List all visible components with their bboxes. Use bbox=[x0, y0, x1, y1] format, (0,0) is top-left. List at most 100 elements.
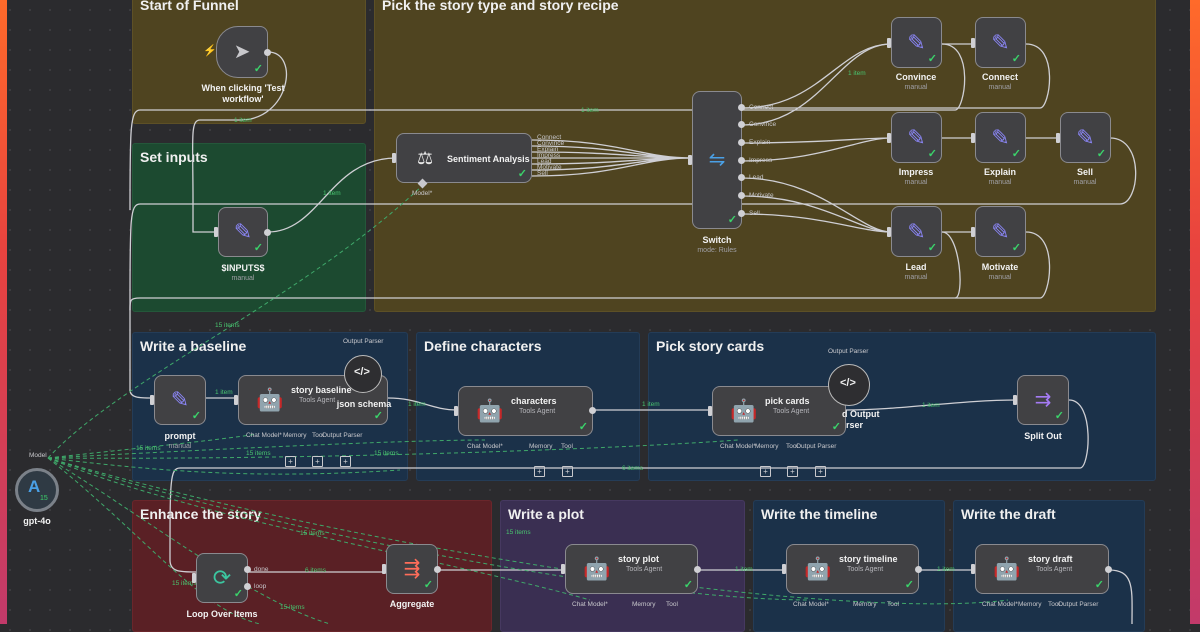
add-memory-button[interactable]: + bbox=[285, 456, 296, 467]
input-port[interactable] bbox=[887, 227, 891, 237]
sentiment-analysis-node[interactable]: ⚖ Sentiment Analysis ✓ bbox=[396, 133, 532, 183]
input-port[interactable] bbox=[454, 406, 458, 416]
output-port[interactable] bbox=[738, 157, 745, 164]
port-label: Chat Model* bbox=[793, 601, 829, 608]
output-label: Lead bbox=[537, 158, 552, 165]
port-label: Chat Model* bbox=[982, 601, 1018, 608]
output-port[interactable] bbox=[264, 229, 271, 236]
wire bbox=[741, 43, 892, 126]
port-label: Chat Model* bbox=[720, 443, 756, 450]
port-label: Memory bbox=[1018, 601, 1042, 608]
robot-icon: 🤖 bbox=[804, 556, 832, 581]
output-port[interactable] bbox=[244, 583, 251, 590]
output-port[interactable] bbox=[264, 49, 271, 56]
pick-cards-agent-node[interactable]: 🤖 pick cards Tools Agent ✓ bbox=[712, 386, 846, 436]
story-plot-agent-node[interactable]: 🤖 story plot Tools Agent ✓ bbox=[565, 544, 698, 594]
output-label: Connect bbox=[537, 134, 562, 141]
input-port[interactable] bbox=[382, 564, 386, 574]
input-port[interactable] bbox=[708, 406, 712, 416]
input-port[interactable] bbox=[971, 564, 975, 574]
output-port[interactable] bbox=[915, 566, 922, 573]
pencil-icon: ✎ bbox=[907, 29, 926, 55]
input-port[interactable] bbox=[234, 395, 238, 405]
split-icon: ⇉ bbox=[1034, 389, 1052, 411]
input-port[interactable] bbox=[561, 564, 565, 574]
output-label: Convince bbox=[537, 140, 565, 147]
lead-node[interactable]: ✎✓ bbox=[891, 206, 942, 257]
output-port[interactable] bbox=[244, 566, 251, 573]
split-out-node[interactable]: ⇉ ✓ bbox=[1017, 375, 1069, 425]
connect-node[interactable]: ✎✓ bbox=[975, 17, 1026, 68]
output-port[interactable] bbox=[694, 566, 701, 573]
add-memory-button[interactable]: + bbox=[760, 466, 771, 477]
output-port[interactable] bbox=[738, 121, 745, 128]
robot-icon: 🤖 bbox=[583, 556, 611, 581]
aggregate-node[interactable]: ⇶ ✓ bbox=[386, 544, 438, 594]
wire bbox=[741, 213, 892, 233]
switch-node[interactable]: ⇋ ✓ bbox=[692, 91, 742, 229]
story-timeline-agent-node[interactable]: 🤖 story timeline Tools Agent ✓ bbox=[786, 544, 919, 594]
output-port[interactable] bbox=[738, 174, 745, 181]
output-port[interactable] bbox=[738, 210, 745, 217]
output-port[interactable] bbox=[434, 566, 441, 573]
input-port[interactable] bbox=[688, 155, 692, 165]
json-schema-parser-node[interactable]: </> bbox=[344, 355, 382, 393]
output-port[interactable] bbox=[589, 407, 596, 414]
prompt-node[interactable]: ✎✓ bbox=[154, 375, 206, 425]
input-port[interactable] bbox=[971, 227, 975, 237]
gpt-4o-model-node[interactable]: A 15 bbox=[15, 468, 59, 512]
input-port[interactable] bbox=[782, 564, 786, 574]
add-tool-button[interactable]: + bbox=[787, 466, 798, 477]
input-port[interactable] bbox=[887, 133, 891, 143]
wire bbox=[129, 137, 1137, 399]
loop-over-items-node[interactable]: ⟳ ✓ bbox=[196, 553, 248, 603]
input-port[interactable] bbox=[971, 38, 975, 48]
add-parser-button[interactable]: + bbox=[815, 466, 826, 477]
node-sublabel: manual bbox=[988, 84, 1012, 91]
sell-node[interactable]: ✎✓ bbox=[1060, 112, 1111, 163]
pencil-icon: ✎ bbox=[170, 387, 190, 412]
input-port[interactable] bbox=[1013, 395, 1017, 405]
convince-node[interactable]: ✎✓ bbox=[891, 17, 942, 68]
input-port[interactable] bbox=[192, 573, 196, 583]
port-label: Chat Model* bbox=[246, 432, 282, 439]
impress-node[interactable]: ✎✓ bbox=[891, 112, 942, 163]
output-port[interactable] bbox=[738, 192, 745, 199]
success-check-icon: ✓ bbox=[1011, 148, 1021, 160]
input-port[interactable] bbox=[150, 395, 154, 405]
story-draft-agent-node[interactable]: 🤖 story draft Tools Agent ✓ bbox=[975, 544, 1109, 594]
port-label: Tool bbox=[1048, 601, 1060, 608]
node-sublabel: Tools Agent bbox=[299, 397, 336, 404]
inputs-set-node[interactable]: ✎ ✓ bbox=[218, 207, 268, 257]
node-label: Aggregate bbox=[389, 599, 435, 609]
pencil-icon: ✎ bbox=[991, 218, 1010, 244]
node-label: story timeline bbox=[839, 554, 898, 564]
add-tool-button[interactable]: + bbox=[562, 466, 573, 477]
input-port[interactable] bbox=[1056, 133, 1060, 143]
output-port[interactable] bbox=[738, 104, 745, 111]
run-count: 15 bbox=[40, 495, 48, 502]
node-label: Connect bbox=[982, 72, 1018, 82]
input-port[interactable] bbox=[887, 38, 891, 48]
structured-output-parser-node[interactable]: </> bbox=[828, 364, 870, 406]
port-label: Tool bbox=[786, 443, 798, 450]
success-check-icon: ✓ bbox=[1011, 242, 1021, 254]
output-port[interactable] bbox=[738, 139, 745, 146]
manual-trigger-node[interactable]: ➤ ✓ bbox=[216, 26, 268, 78]
edge-label: 15 items bbox=[374, 450, 399, 457]
input-port[interactable] bbox=[971, 133, 975, 143]
motivate-node[interactable]: ✎✓ bbox=[975, 206, 1026, 257]
wire bbox=[741, 177, 892, 233]
wire bbox=[129, 43, 966, 211]
story-baseline-agent-node[interactable]: 🤖 story baseline Tools Agent ✓ bbox=[238, 375, 388, 425]
add-tool-button[interactable]: + bbox=[312, 456, 323, 467]
success-check-icon: ✓ bbox=[683, 579, 693, 591]
add-memory-button[interactable]: + bbox=[534, 466, 545, 477]
add-parser-button[interactable]: + bbox=[340, 456, 351, 467]
output-port[interactable] bbox=[1105, 566, 1112, 573]
port-label: Model bbox=[29, 452, 47, 459]
input-port[interactable] bbox=[392, 153, 396, 163]
characters-agent-node[interactable]: 🤖 characters Tools Agent ✓ bbox=[458, 386, 593, 436]
explain-node[interactable]: ✎✓ bbox=[975, 112, 1026, 163]
input-port[interactable] bbox=[214, 227, 218, 237]
